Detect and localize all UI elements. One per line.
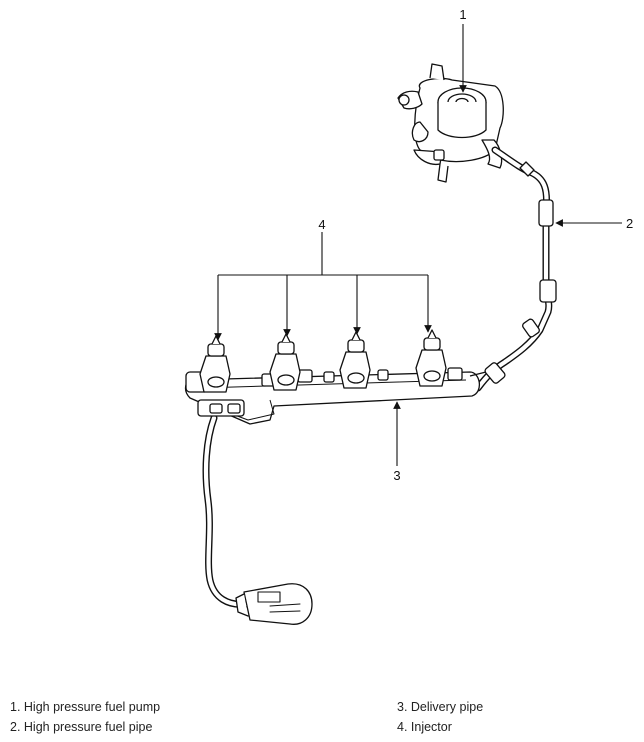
legend-right: 3. Delivery pipe 4. Injector [397, 697, 483, 737]
injector-1 [199, 335, 231, 393]
callout-injector: 4 [318, 217, 325, 232]
injector-3 [339, 331, 371, 389]
legend-item-injector: 4. Injector [397, 720, 452, 734]
leader-injector [214, 232, 432, 341]
injector-wiring-harness [202, 414, 313, 625]
callout-pipe: 2 [626, 216, 633, 231]
legend-item-pump: 1. High pressure fuel pump [10, 700, 161, 714]
high-pressure-fuel-pump [397, 63, 504, 183]
callout-delivery: 3 [393, 468, 400, 483]
legend-item-delivery-pipe: 3. Delivery pipe [397, 700, 484, 714]
leader-lines [214, 24, 622, 466]
legend-left: 1. High pressure fuel pump 2. High press… [10, 697, 160, 737]
legend-item-pipe: 2. High pressure fuel pipe [10, 720, 153, 734]
callout-pump: 1 [459, 7, 466, 22]
high-pressure-fuel-pipe [474, 146, 557, 392]
fuel-system-diagram: 1 2 3 4 [184, 7, 633, 625]
injector-2 [269, 333, 301, 391]
injector-4 [415, 329, 447, 387]
